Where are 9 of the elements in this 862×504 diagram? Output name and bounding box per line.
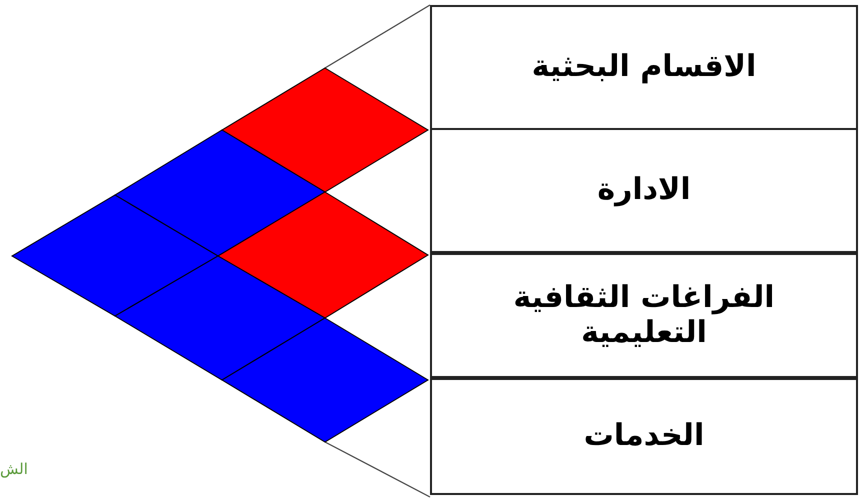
row-title: الفراغات الثقافية التعليمية (512, 281, 776, 350)
caption-text: الش (0, 459, 28, 480)
table-row-box (430, 128, 858, 253)
table-row-box (430, 5, 858, 130)
table-row-box (430, 253, 858, 378)
row-title: الادارة (597, 173, 691, 208)
row-title: الخدمات (584, 419, 704, 454)
table-row-box (430, 378, 858, 495)
row-title: الاقسام البحثية (532, 50, 756, 85)
